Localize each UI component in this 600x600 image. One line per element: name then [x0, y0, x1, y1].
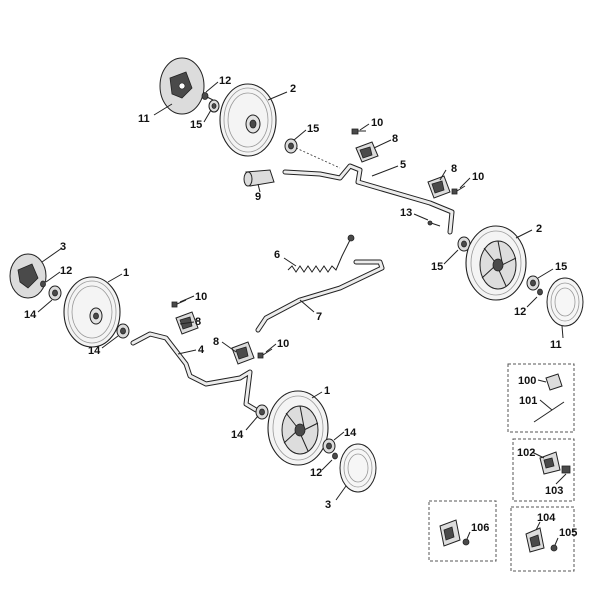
callout-7: 7: [316, 311, 322, 323]
leader-lines: [37, 81, 564, 501]
callout-3-left: 3: [60, 241, 66, 253]
callout-15-right-inner: 15: [431, 261, 443, 273]
callout-100: 100: [518, 375, 536, 387]
kit-box-102-103: [512, 438, 575, 502]
kit-box-100-101: [507, 363, 575, 433]
screw-10-left-upper: [171, 299, 187, 308]
callout-1-left: 1: [123, 267, 129, 279]
callout-4: 4: [198, 344, 205, 356]
callout-104: 104: [537, 512, 556, 524]
callout-1-front: 1: [324, 385, 330, 397]
hub-cap-11-right: [546, 277, 584, 327]
pin-13: [427, 220, 441, 227]
screw-10-right: [451, 185, 466, 195]
kit-box-104-105: [510, 506, 575, 572]
callout-5: 5: [400, 159, 406, 171]
callout-labels: 11 12 15 2 15 10 8 5 8 10 9 13 2 15 15 1…: [24, 75, 577, 539]
callout-106: 106: [471, 522, 489, 534]
callout-102: 102: [517, 447, 535, 459]
wheel-1-front: [267, 390, 329, 466]
callout-10-right: 10: [472, 171, 484, 183]
callout-8-top: 8: [392, 133, 398, 145]
callout-10-left-upper: 10: [195, 291, 207, 303]
screw-12-left: [40, 280, 46, 288]
callout-15-right-outer: 15: [555, 261, 567, 273]
height-adjuster-8-right: [427, 175, 451, 199]
height-adjuster-8-left-lower: [231, 341, 255, 365]
callout-13: 13: [400, 207, 412, 219]
callout-14-left: 14: [24, 309, 37, 321]
callout-14-left-inner: 14: [88, 345, 101, 357]
wheel-2-top: [219, 83, 277, 157]
wheel-1-left: [63, 276, 121, 348]
screw-10-top: [351, 128, 366, 135]
screw-12-front: [332, 452, 338, 460]
callout-8-right: 8: [451, 163, 457, 175]
bearing-15-top-right: [284, 138, 298, 154]
callout-12-front: 12: [310, 467, 322, 479]
bearing-14-front-inner: [255, 404, 269, 420]
callout-8-left-lower: 8: [213, 336, 219, 348]
callout-15-top-right: 15: [307, 123, 319, 135]
axle-5: [282, 163, 455, 235]
callout-11-top: 11: [138, 113, 150, 125]
bearing-14-front-outer: [322, 438, 336, 454]
callout-3-front: 3: [325, 499, 331, 511]
hub-cap-11-top: [159, 57, 205, 115]
hub-cap-3-left: [9, 253, 47, 299]
callout-6: 6: [274, 249, 280, 261]
bearing-15-right-outer: [526, 275, 540, 291]
screw-12-top: [201, 92, 214, 101]
callout-11-right: 11: [550, 339, 562, 351]
callout-12-top: 12: [219, 75, 231, 87]
handle-rod-7: [255, 259, 385, 333]
height-adjuster-8-top: [355, 141, 379, 163]
callout-10-top: 10: [371, 117, 383, 129]
callout-14-front-inner: 14: [231, 429, 244, 441]
axle-4: [130, 331, 259, 413]
wheel-2-right: [465, 225, 527, 301]
bearing-15-top-left: [208, 99, 220, 113]
callout-14-front-outer: 14: [344, 427, 357, 439]
lever-knob-9: [243, 169, 275, 187]
callout-101: 101: [519, 395, 537, 407]
callout-105: 105: [559, 527, 577, 539]
bearing-14-left-inner: [116, 323, 130, 339]
callout-2-right: 2: [536, 223, 542, 235]
bearing-14-left: [48, 285, 62, 301]
callout-8-left-upper: 8: [195, 316, 201, 328]
spring-6: [287, 234, 355, 273]
callout-12-right: 12: [514, 306, 526, 318]
callout-15-top-left: 15: [190, 119, 202, 131]
callout-103: 103: [545, 485, 563, 497]
screw-12-right: [537, 288, 543, 296]
hub-cap-3-front: [339, 443, 377, 493]
callout-2-top: 2: [290, 83, 296, 95]
callout-9: 9: [255, 191, 261, 203]
callout-12-left: 12: [60, 265, 72, 277]
callout-10-left-lower: 10: [277, 338, 289, 350]
screw-10-left-lower: [257, 348, 273, 359]
kit-box-106: [428, 500, 497, 562]
bearing-15-right-inner: [457, 236, 471, 252]
